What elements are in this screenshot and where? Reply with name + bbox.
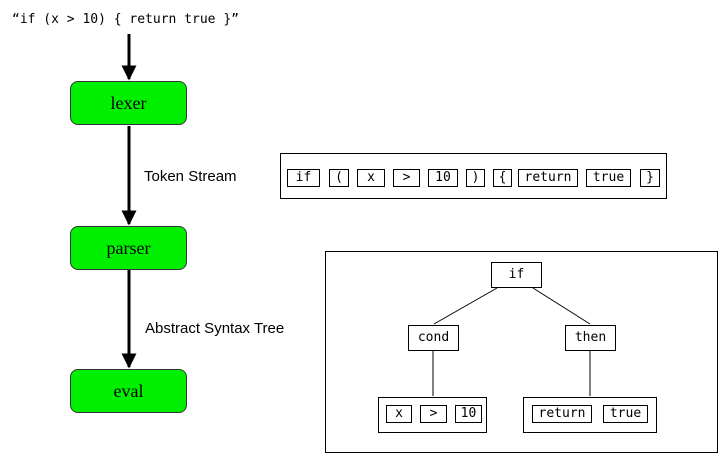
ast-panel [325,251,718,453]
token-open-paren: ( [329,169,349,187]
ast-label: Abstract Syntax Tree [145,320,285,337]
token-close-paren: ) [466,169,485,187]
ast-node-then: then [565,325,616,351]
ast-node-cond: cond [408,325,459,351]
ast-cond-leaf-group [378,397,487,433]
token-close-brace: } [640,169,660,187]
token-open-brace: { [493,169,512,187]
ast-edge-if-cond [433,287,498,325]
parser-box: parser [70,226,187,270]
token-stream-label: Token Stream [144,168,237,185]
ast-edge-if-then [532,287,591,325]
token-10: 10 [428,169,458,187]
source-code-text: “if (x > 10) { return true }” [12,12,239,27]
ast-leaf-10: 10 [455,405,482,423]
ast-then-leaf-group [523,397,657,433]
ast-node-if: if [491,262,542,288]
token-return: return [518,169,578,187]
token-stream-panel [280,153,667,199]
token-true: true [586,169,631,187]
ast-leaf-x: x [386,405,412,423]
ast-leaf-greater-than: > [420,405,447,423]
token-greater-than: > [393,169,420,187]
ast-leaf-true: true [603,405,648,423]
lexer-box: lexer [70,81,187,125]
eval-box: eval [70,369,187,413]
ast-leaf-return: return [532,405,592,423]
token-if: if [287,169,320,187]
token-x: x [357,169,385,187]
